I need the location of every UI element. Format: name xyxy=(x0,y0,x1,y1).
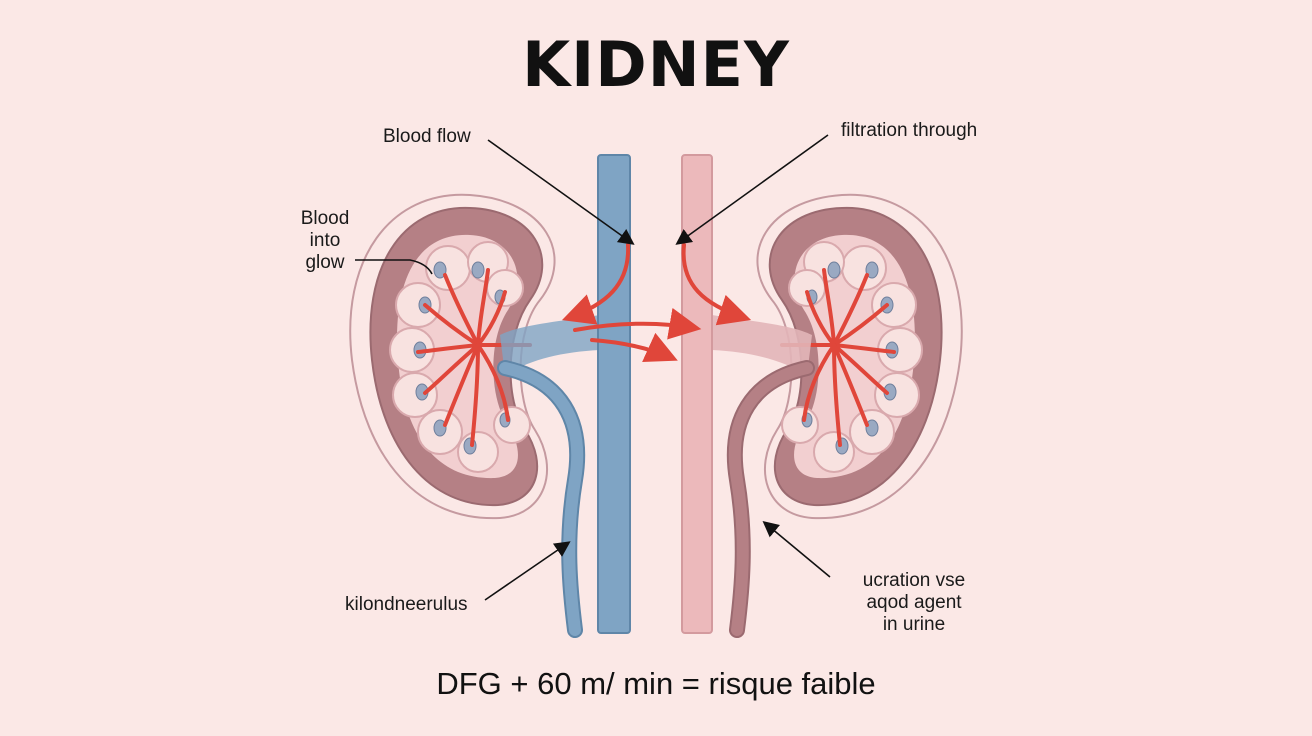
left-kidney xyxy=(349,193,600,520)
aorta xyxy=(681,154,713,634)
left-ureter-inner xyxy=(499,362,584,636)
left-arteries xyxy=(416,268,532,447)
right-ureter-inner xyxy=(728,362,813,636)
blood-flow-arrows xyxy=(561,243,752,362)
right-renal-pelvis xyxy=(712,315,812,375)
crossing-arrow-upper xyxy=(573,307,702,340)
left-renal-artery-arrow xyxy=(561,243,631,325)
label-into-line: into xyxy=(309,230,341,251)
blood-flow-leader xyxy=(487,139,635,245)
page-title: KIDNEY xyxy=(522,28,790,101)
right-kidney xyxy=(712,193,963,520)
label-urine-line-3: in urine xyxy=(882,614,946,635)
filtration-leader xyxy=(675,134,829,245)
gfr-formula: DFG + 60 m/ min = risque faible xyxy=(436,666,876,701)
leader-lines xyxy=(355,134,831,601)
label-blood-line: Blood xyxy=(300,208,350,229)
label-blood-flow: Blood flow xyxy=(383,126,471,147)
label-glow-line: glow xyxy=(305,252,345,273)
urine-leader xyxy=(762,520,831,578)
label-blood-into-glow: Blood into glow xyxy=(296,208,354,274)
kilondneerulus-leader xyxy=(484,541,571,601)
right-arteries xyxy=(780,268,896,447)
label-urine-line-2: aqod agent xyxy=(866,592,962,613)
crossing-arrow-lower xyxy=(590,332,678,362)
blood-into-glow-leader xyxy=(355,259,433,275)
label-urine-line-1: ucration vse xyxy=(862,570,966,591)
right-kidney-capsule xyxy=(756,193,963,520)
vena-cava xyxy=(597,154,631,634)
label-urine-note: ucration vse aqod agent in urine xyxy=(848,570,980,636)
left-kidney-capsule xyxy=(349,193,556,520)
label-filtration-through: filtration through xyxy=(841,120,978,141)
label-kilondneerulus: kilondneerulus xyxy=(345,594,468,615)
right-renal-artery-arrow xyxy=(681,243,752,326)
